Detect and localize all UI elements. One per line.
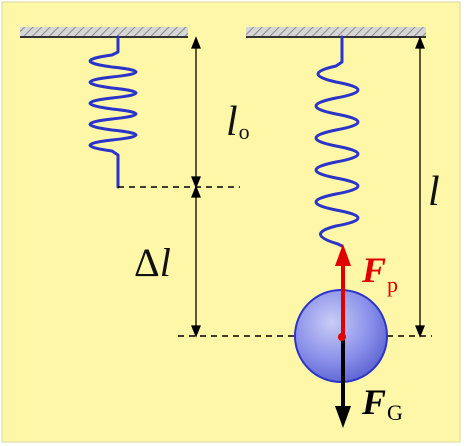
force-origin-dot bbox=[338, 333, 346, 341]
force-arrow-down bbox=[335, 336, 351, 428]
spring-unstretched bbox=[88, 35, 138, 189]
dimension-delta-l bbox=[191, 185, 201, 338]
spring-stretched bbox=[314, 35, 360, 248]
label-delta-l: Δl bbox=[134, 240, 171, 285]
label-l0: lo bbox=[226, 99, 250, 145]
dimension-l0 bbox=[191, 36, 201, 189]
label-force-spring: Fp bbox=[361, 250, 398, 297]
label-l: l bbox=[428, 169, 440, 215]
dimension-l bbox=[415, 36, 425, 338]
force-arrow-up bbox=[335, 244, 351, 336]
ceiling-left bbox=[20, 27, 188, 38]
label-force-gravity: FG bbox=[361, 382, 403, 425]
ceiling-right bbox=[246, 27, 426, 38]
